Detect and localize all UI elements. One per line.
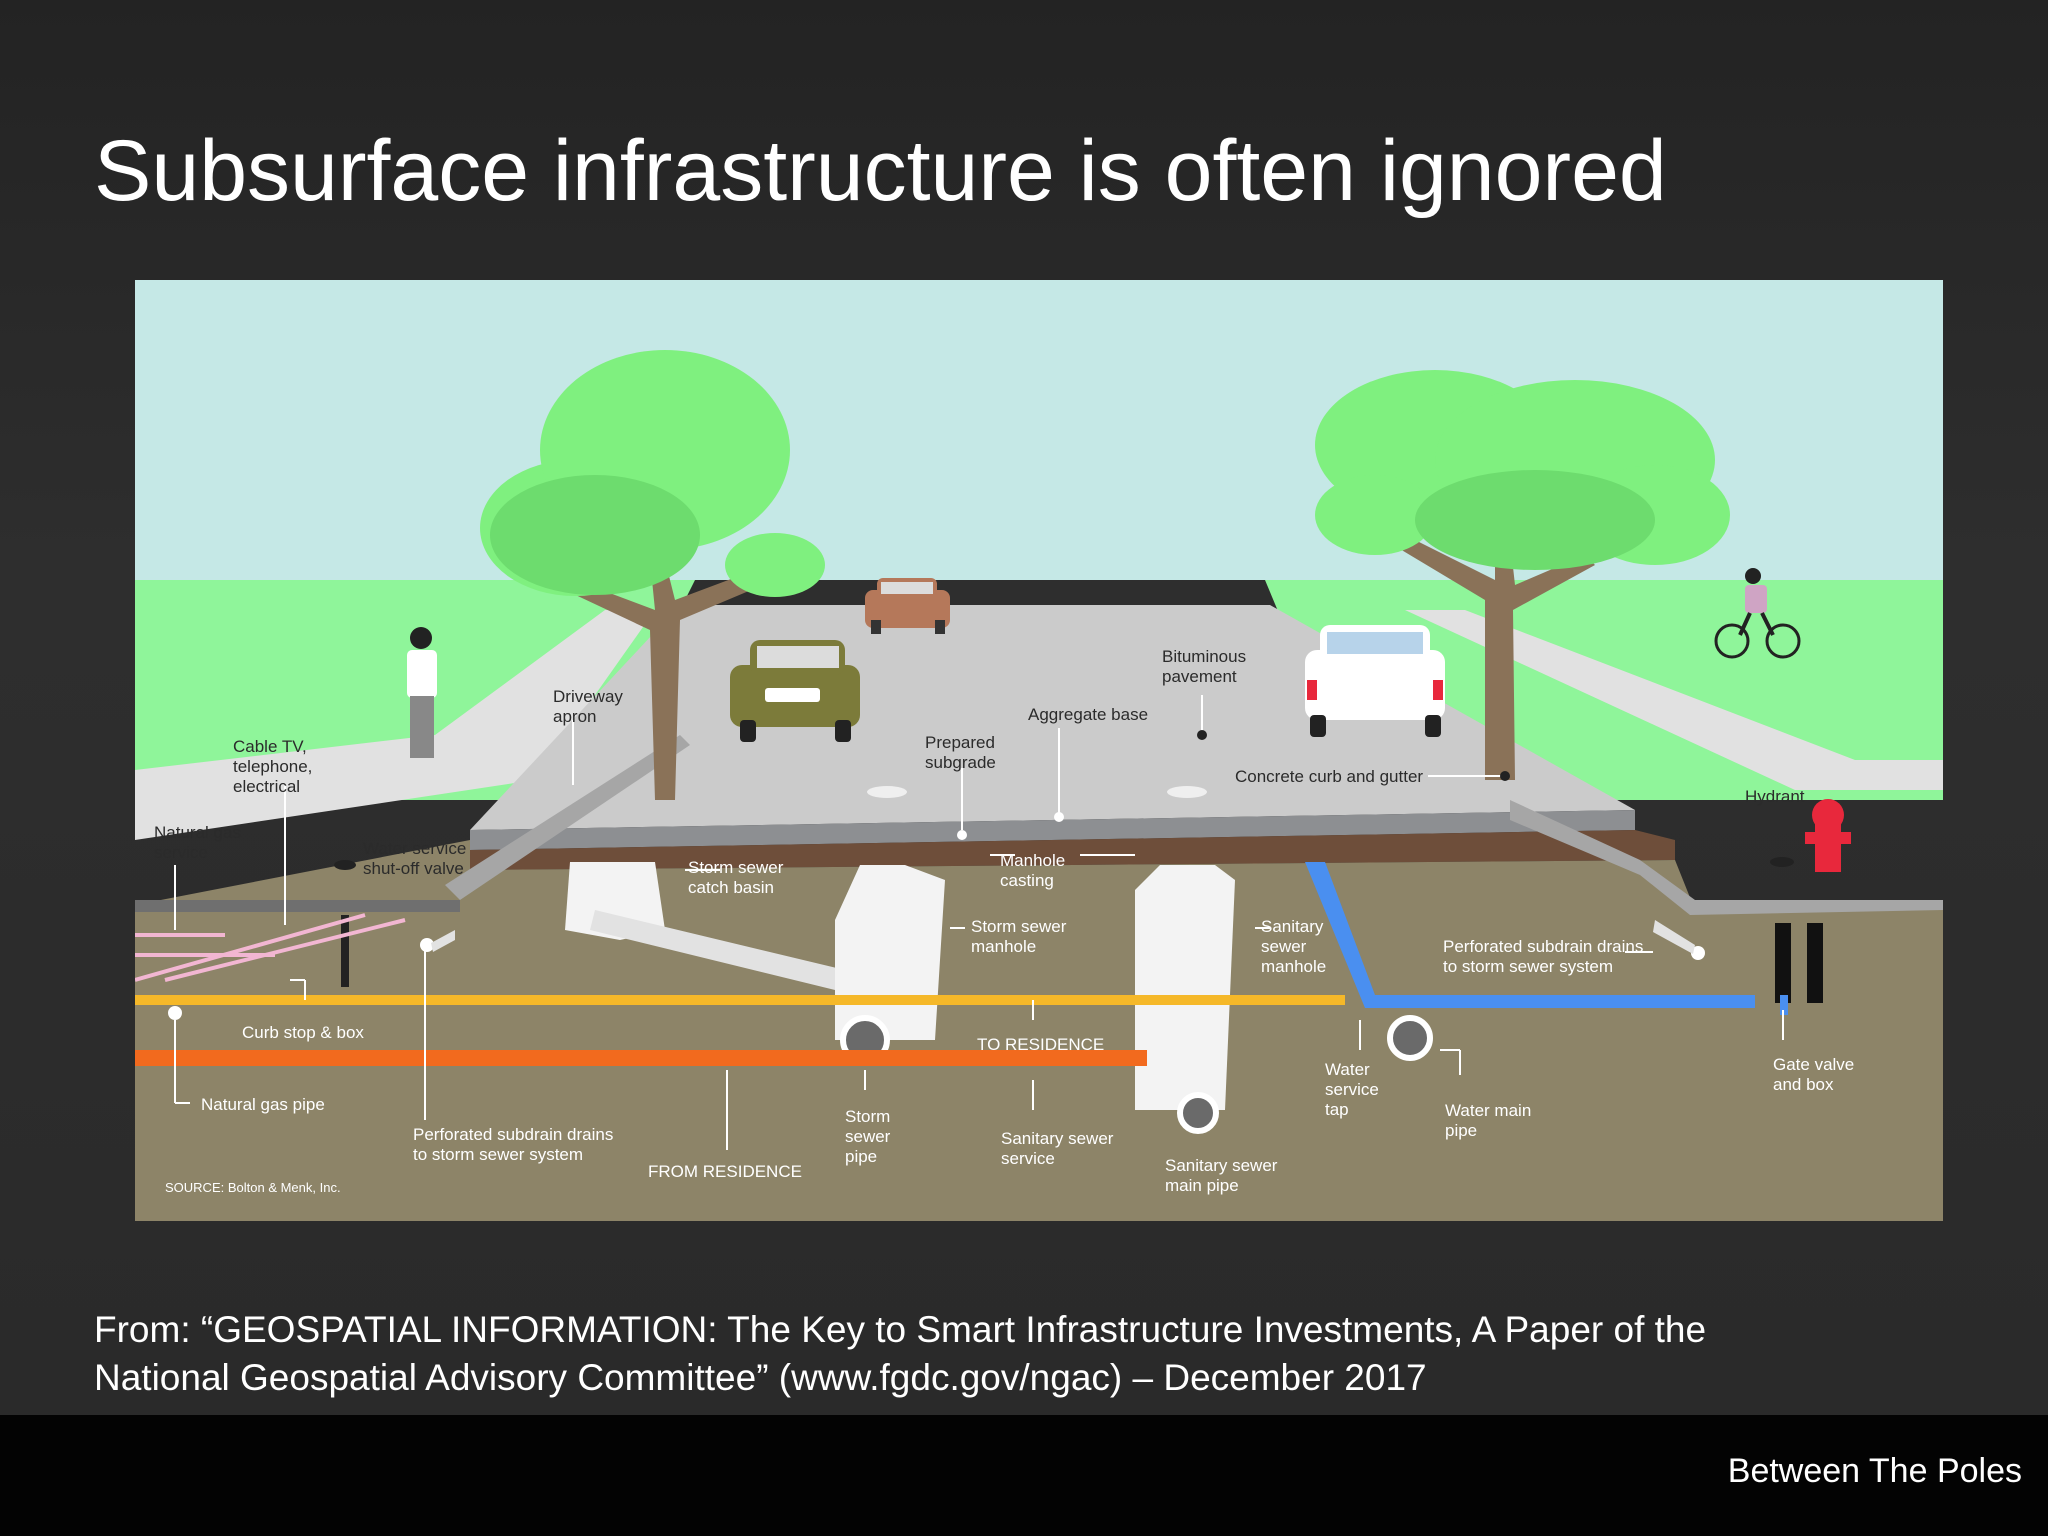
svg-text:tap: tap xyxy=(1325,1100,1349,1119)
svg-text:shut-off valve: shut-off valve xyxy=(363,859,464,878)
svg-text:Storm: Storm xyxy=(845,1107,890,1126)
svg-text:Perforated subdrain drains: Perforated subdrain drains xyxy=(413,1125,613,1144)
label-source: SOURCE: Bolton & Menk, Inc. xyxy=(165,1180,341,1195)
svg-text:telephone,: telephone, xyxy=(233,757,312,776)
svg-text:Sanitary sewer: Sanitary sewer xyxy=(1165,1156,1278,1175)
car-olive xyxy=(730,640,860,742)
svg-text:electrical: electrical xyxy=(233,777,300,796)
sanitary-service-pipe xyxy=(135,1050,1147,1066)
svg-text:Aggregate base: Aggregate base xyxy=(1028,705,1148,724)
svg-text:pavement: pavement xyxy=(1162,667,1237,686)
label-cable-tv: Cable TV, telephone, electrical xyxy=(233,737,312,796)
pavement-layer xyxy=(470,810,1635,850)
cyclist xyxy=(1714,568,1801,659)
label-water-main-pipe: Water main pipe xyxy=(1445,1101,1531,1140)
svg-text:Prepared: Prepared xyxy=(925,733,995,752)
sidewalk-right xyxy=(1405,610,1943,790)
brand-name: Between The Poles xyxy=(1727,1452,2022,1490)
label-driveway-apron: Driveway apron xyxy=(553,687,623,726)
label-aggregate-base: Aggregate base xyxy=(1028,705,1148,724)
label-hydrant: Hydrant xyxy=(1745,787,1805,806)
caption-line-2: National Geospatial Advisory Committee” … xyxy=(94,1357,1427,1398)
svg-text:Water main: Water main xyxy=(1445,1101,1531,1120)
svg-text:Manhole: Manhole xyxy=(1000,851,1065,870)
label-bituminous-pavement: Bituminous pavement xyxy=(1162,647,1246,686)
svg-text:and box: and box xyxy=(1773,1075,1834,1094)
label-storm-sewer-pipe: Storm sewer pipe xyxy=(845,1107,891,1166)
label-natural-gas-pipe: Natural gas pipe xyxy=(201,1095,325,1114)
svg-text:Natural gas: Natural gas xyxy=(154,823,241,842)
svg-text:Cable TV,: Cable TV, xyxy=(233,737,307,756)
gas-pipe xyxy=(135,995,1345,1005)
svg-text:subgrade: subgrade xyxy=(925,753,996,772)
svg-text:Hydrant: Hydrant xyxy=(1745,787,1805,806)
svg-text:Perforated subdrain drains: Perforated subdrain drains xyxy=(1443,937,1643,956)
catch-basin xyxy=(565,862,845,990)
svg-text:Bituminous: Bituminous xyxy=(1162,647,1246,666)
svg-text:sewer: sewer xyxy=(1261,937,1307,956)
label-natural-gas-service: Natural gas service xyxy=(154,823,241,862)
caption-line-1: From: “GEOSPATIAL INFORMATION: The Key t… xyxy=(94,1309,1707,1350)
tree-right xyxy=(1315,370,1730,780)
label-from-residence: FROM RESIDENCE xyxy=(648,1162,802,1181)
svg-text:service: service xyxy=(1001,1149,1055,1168)
svg-text:SOURCE: Bolton & Menk, Inc.: SOURCE: Bolton & Menk, Inc. xyxy=(165,1180,341,1195)
label-manhole-casting: Manhole casting xyxy=(1000,851,1065,890)
svg-text:Sanitary sewer: Sanitary sewer xyxy=(1001,1129,1114,1148)
label-storm-sewer-catch-basin: Storm sewer catch basin xyxy=(688,858,784,897)
sanitary-sewer-manhole xyxy=(1135,865,1235,1134)
gas-service-pipes xyxy=(135,913,406,982)
svg-text:Concrete curb and gutter: Concrete curb and gutter xyxy=(1235,767,1423,786)
source-caption: From: “GEOSPATIAL INFORMATION: The Key t… xyxy=(94,1306,1994,1402)
sidewalk-left xyxy=(135,610,655,840)
label-concrete-curb: Concrete curb and gutter xyxy=(1235,767,1423,786)
svg-text:to storm sewer system: to storm sewer system xyxy=(1443,957,1613,976)
svg-text:manhole: manhole xyxy=(1261,957,1326,976)
svg-text:Water service: Water service xyxy=(363,839,466,858)
svg-text:Natural gas pipe: Natural gas pipe xyxy=(201,1095,325,1114)
svg-text:to storm sewer system: to storm sewer system xyxy=(413,1145,583,1164)
svg-text:sewer: sewer xyxy=(845,1127,891,1146)
label-water-service-shutoff: Water service shut-off valve xyxy=(363,839,466,878)
tree-left xyxy=(480,350,825,800)
svg-text:service: service xyxy=(1325,1080,1379,1099)
storm-sewer-manhole xyxy=(835,865,945,1065)
svg-text:Sanitary: Sanitary xyxy=(1261,917,1324,936)
svg-text:Curb stop & box: Curb stop & box xyxy=(242,1023,364,1042)
label-sanitary-sewer-main: Sanitary sewer main pipe xyxy=(1165,1156,1278,1195)
aggregate-layer xyxy=(470,830,1675,870)
label-water-service-tap: Water service tap xyxy=(1325,1060,1379,1119)
pedestrian xyxy=(407,627,437,758)
svg-text:Storm sewer: Storm sewer xyxy=(688,858,784,877)
label-sanitary-sewer-manhole: Sanitary sewer manhole xyxy=(1261,917,1326,976)
svg-text:pipe: pipe xyxy=(1445,1121,1477,1140)
label-storm-sewer-manhole: Storm sewer manhole xyxy=(971,917,1067,956)
svg-text:catch basin: catch basin xyxy=(688,878,774,897)
svg-text:casting: casting xyxy=(1000,871,1054,890)
svg-text:main pipe: main pipe xyxy=(1165,1176,1239,1195)
label-perforated-subdrain-right: Perforated subdrain drains to storm sewe… xyxy=(1443,937,1643,976)
svg-text:manhole: manhole xyxy=(971,937,1036,956)
label-gate-valve: Gate valve and box xyxy=(1773,1055,1854,1094)
label-to-residence: TO RESIDENCE xyxy=(977,1035,1104,1054)
label-sanitary-sewer-service: Sanitary sewer service xyxy=(1001,1129,1114,1168)
svg-text:TO RESIDENCE: TO RESIDENCE xyxy=(977,1035,1104,1054)
svg-text:Gate valve: Gate valve xyxy=(1773,1055,1854,1074)
infrastructure-diagram: Driveway apron Cable TV, telephone, elec… xyxy=(135,280,1943,1221)
label-perforated-subdrain-left: Perforated subdrain drains to storm sewe… xyxy=(413,1125,613,1164)
svg-text:FROM RESIDENCE: FROM RESIDENCE xyxy=(648,1162,802,1181)
label-curb-stop: Curb stop & box xyxy=(242,1023,364,1042)
car-distant xyxy=(865,578,950,634)
svg-text:pipe: pipe xyxy=(845,1147,877,1166)
car-white xyxy=(1305,625,1445,737)
label-prepared-subgrade: Prepared subgrade xyxy=(925,733,996,772)
svg-text:service: service xyxy=(154,843,208,862)
slide-title: Subsurface infrastructure is often ignor… xyxy=(94,123,1667,219)
svg-text:Driveway: Driveway xyxy=(553,687,623,706)
svg-text:Water: Water xyxy=(1325,1060,1370,1079)
footer-bar xyxy=(0,1415,2048,1536)
svg-text:Storm sewer: Storm sewer xyxy=(971,917,1067,936)
hydrant xyxy=(1770,799,1851,872)
svg-text:apron: apron xyxy=(553,707,596,726)
